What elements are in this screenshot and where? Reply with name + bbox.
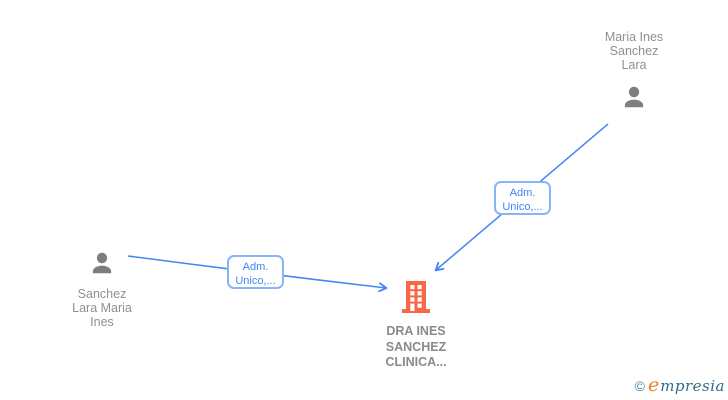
- brand-initial-letter: e: [647, 374, 660, 396]
- edge-label-adm-unico-left[interactable]: Adm. Unico,...: [227, 255, 284, 289]
- edge-label-adm-unico-right[interactable]: Adm. Unico,...: [494, 181, 551, 215]
- building-icon: [398, 279, 434, 316]
- copyright-icon: ©: [634, 378, 645, 394]
- person-icon: [619, 82, 649, 112]
- person-name-label: Maria Ines Sanchez Lara: [604, 30, 664, 72]
- person-icon: [87, 248, 117, 278]
- node-person-sanchez-lara[interactable]: Sanchez Lara Maria Ines: [40, 248, 164, 329]
- person-name-label: Sanchez Lara Maria Ines: [72, 287, 132, 329]
- company-name-label: DRA INES SANCHEZ CLINICA...: [385, 324, 447, 369]
- brand-wordmark: mpresia: [660, 377, 725, 395]
- node-company-dra-ines-sanchez-clinica[interactable]: DRA INES SANCHEZ CLINICA...: [358, 279, 474, 371]
- empresia-brand-link[interactable]: © e mpresia: [634, 374, 725, 396]
- node-person-maria-ines[interactable]: Maria Ines Sanchez Lara: [574, 30, 694, 117]
